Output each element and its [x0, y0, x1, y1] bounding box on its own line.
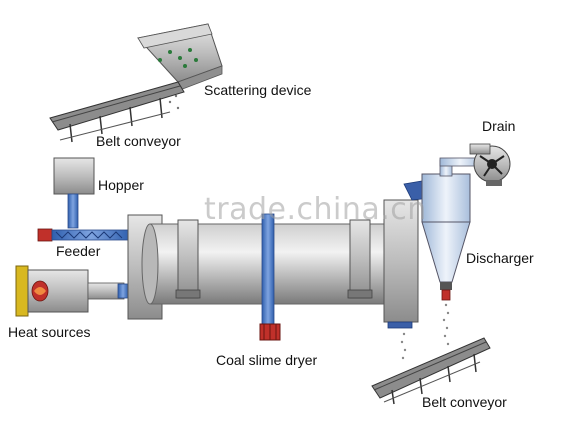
label-hopper: Hopper — [98, 177, 144, 193]
rotary-drum — [127, 199, 419, 329]
label-heat-sources: Heat sources — [8, 324, 91, 340]
hopper — [53, 157, 95, 229]
watermark: trade.china.cn — [204, 192, 427, 227]
label-belt-conveyor-top: Belt conveyor — [96, 133, 181, 149]
belt-conveyor-bottom — [371, 337, 491, 405]
drive-unit — [259, 213, 281, 341]
drain-fan — [469, 143, 511, 186]
label-discharger: Discharger — [466, 250, 534, 266]
particle-stream — [400, 303, 450, 360]
heat-source — [15, 265, 129, 317]
cyclone-discharger — [403, 157, 481, 301]
label-coal-slime-dryer: Coal slime dryer — [216, 352, 318, 368]
label-feeder: Feeder — [56, 243, 101, 259]
label-drain: Drain — [482, 118, 516, 134]
scattering-device — [137, 23, 223, 110]
feeder — [37, 228, 131, 242]
label-scattering-device: Scattering device — [204, 82, 312, 98]
label-belt-conveyor-bottom: Belt conveyor — [422, 394, 507, 410]
belt-conveyor-top — [49, 81, 185, 143]
